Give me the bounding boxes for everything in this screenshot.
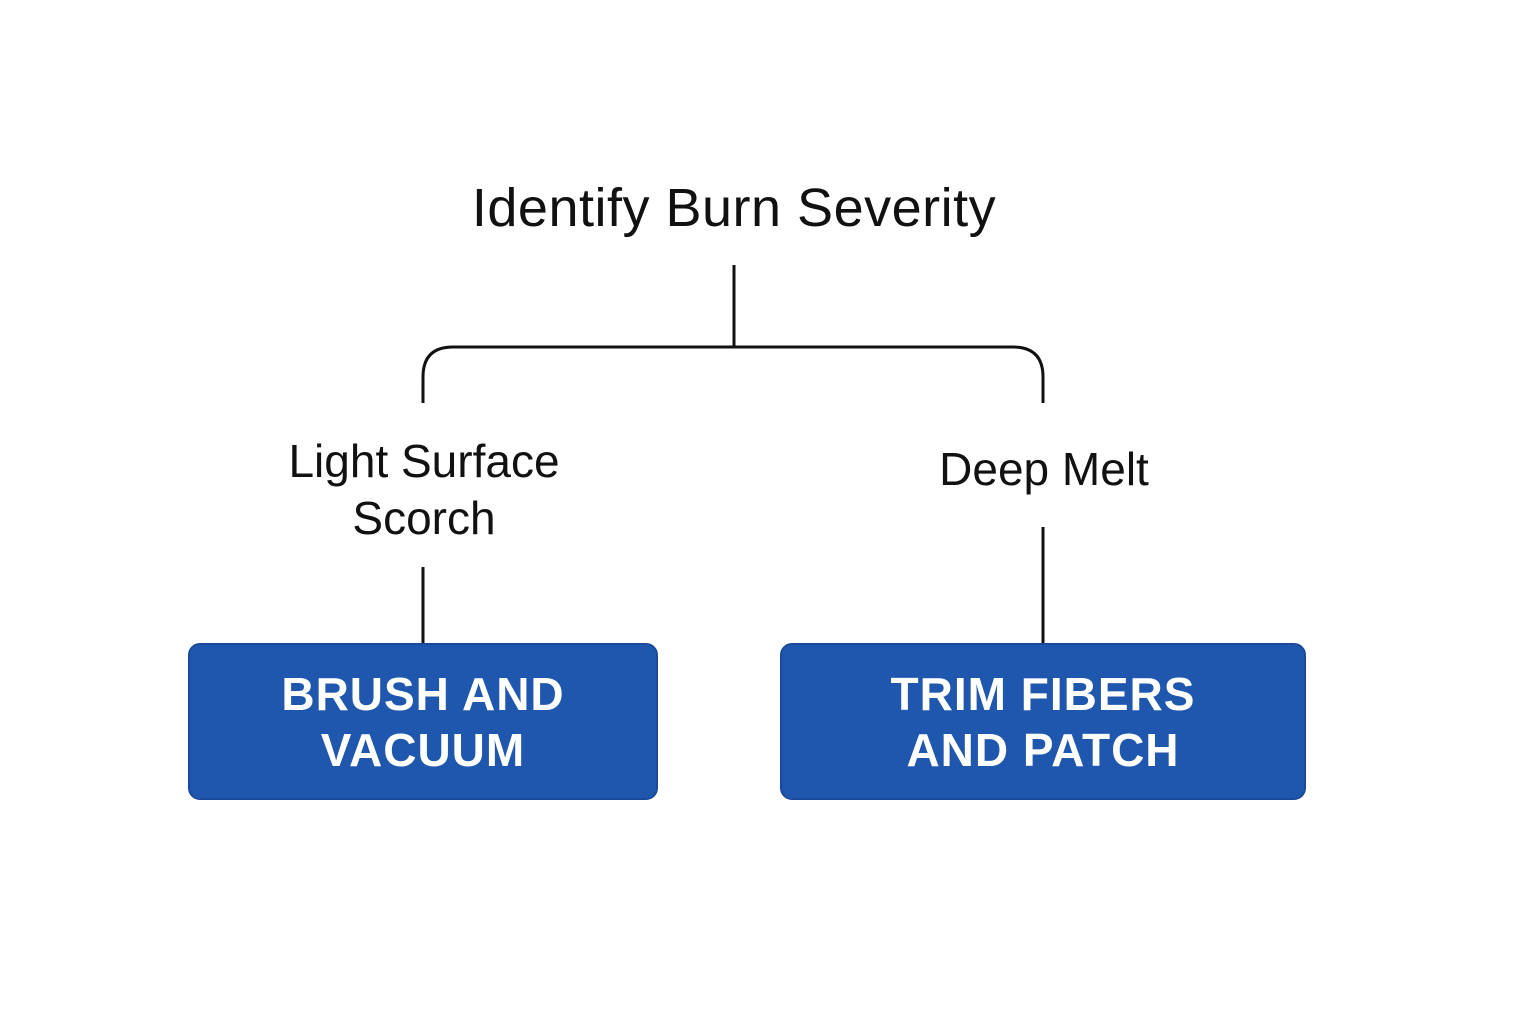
action-box-brush-and-vacuum: BRUSH AND VACUUM (188, 643, 658, 800)
branch-bracket-line (421, 345, 1045, 403)
root-node-label: Identify Burn Severity (471, 178, 997, 238)
action-label-brush-and-vacuum: BRUSH AND VACUUM (281, 667, 565, 776)
branch-condition-deep-melt: Deep Melt (939, 443, 1149, 495)
branch-condition-light-surface-scorch: Light Surface Scorch (288, 435, 560, 544)
action-box-trim-fibers-and-patch: TRIM FIBERS AND PATCH (780, 643, 1306, 800)
action-label-trim-fibers-and-patch: TRIM FIBERS AND PATCH (890, 667, 1196, 776)
